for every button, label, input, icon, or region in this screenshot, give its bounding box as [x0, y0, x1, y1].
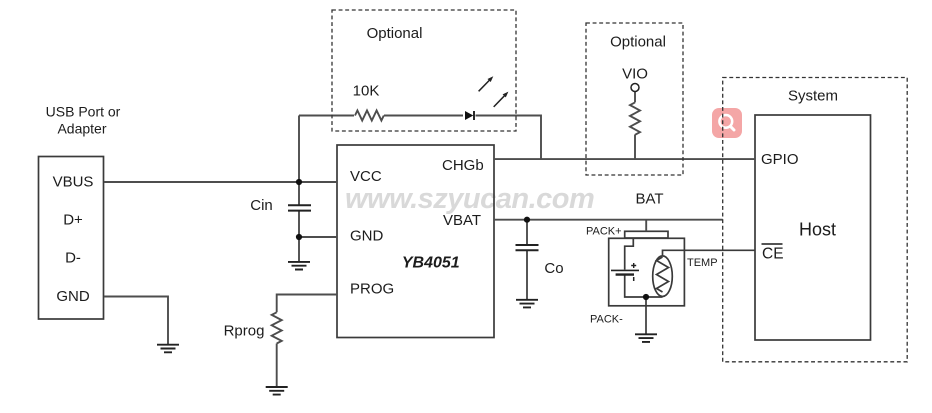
svg-text:Optional: Optional: [367, 25, 423, 42]
svg-text:PACK-: PACK-: [590, 314, 623, 326]
svg-text:YB4051: YB4051: [402, 255, 460, 272]
svg-text:D-: D-: [65, 250, 81, 267]
svg-text:VBAT: VBAT: [443, 212, 481, 229]
svg-text:Cin: Cin: [250, 197, 273, 214]
svg-text:System: System: [788, 88, 838, 105]
svg-text:VIO: VIO: [622, 66, 648, 83]
svg-text:GND: GND: [350, 228, 384, 245]
svg-text:Co: Co: [544, 260, 563, 277]
svg-text:CE: CE: [762, 246, 784, 263]
svg-text:VCC: VCC: [350, 168, 382, 185]
svg-text:GND: GND: [56, 288, 90, 305]
svg-text:Rprog: Rprog: [224, 323, 265, 340]
svg-text:GPIO: GPIO: [761, 151, 799, 168]
svg-text:D+: D+: [63, 212, 83, 229]
svg-text:10K: 10K: [353, 83, 380, 100]
svg-text:PROG: PROG: [350, 281, 394, 298]
svg-text:Host: Host: [799, 220, 836, 240]
svg-text:www.szyucan.com: www.szyucan.com: [345, 183, 594, 215]
svg-text:BAT: BAT: [635, 191, 663, 208]
svg-text:TEMP: TEMP: [687, 257, 718, 269]
svg-text:CHGb: CHGb: [442, 157, 484, 174]
svg-text:Adapter: Adapter: [57, 121, 106, 137]
svg-text:USB Port or: USB Port or: [46, 104, 121, 120]
svg-text:PACK+: PACK+: [586, 226, 622, 238]
svg-text:Optional: Optional: [610, 34, 666, 51]
svg-text:VBUS: VBUS: [53, 174, 94, 191]
